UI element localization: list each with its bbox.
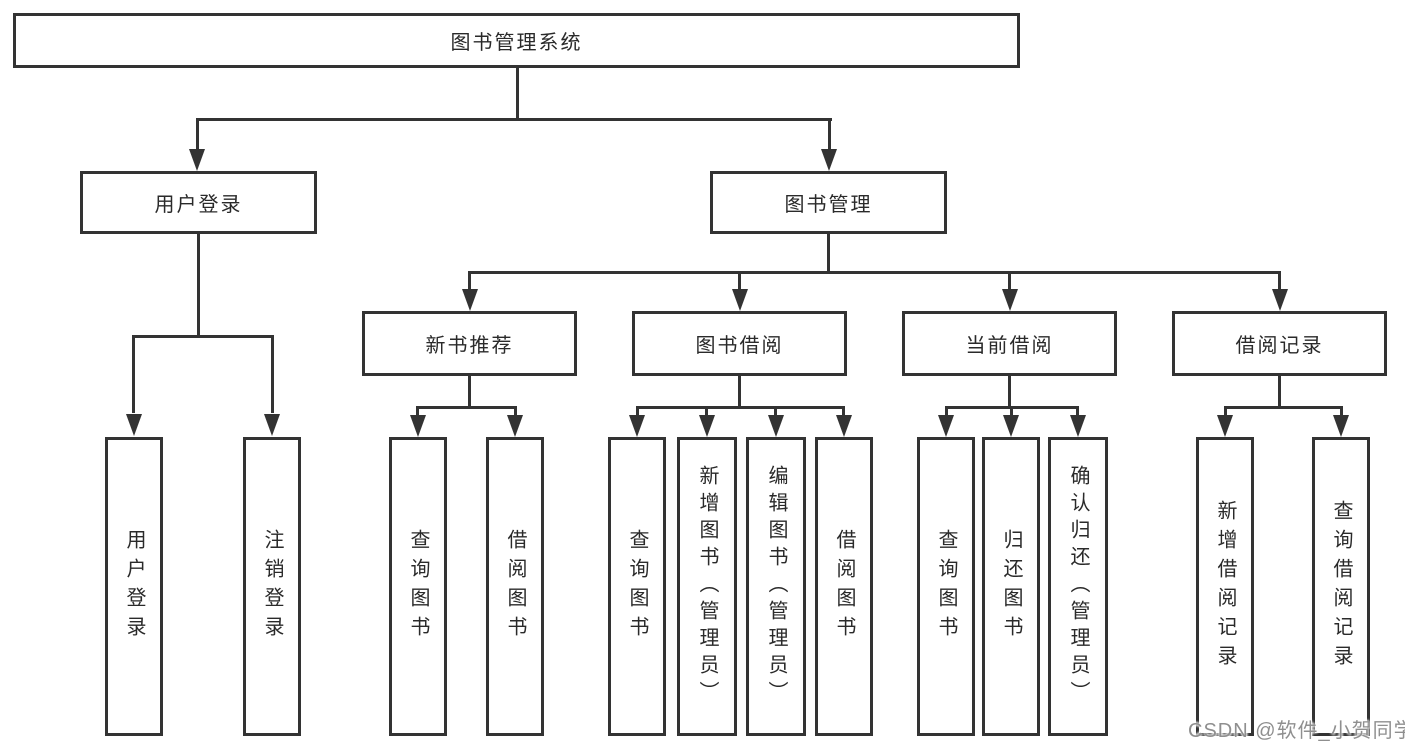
arrow-current-borrow [1002, 289, 1018, 311]
leaf-rec-query-book: 查询图书 [389, 437, 447, 736]
connector-borrow-records-rail [1224, 406, 1342, 409]
leaf-bb-edit-book-label: 编辑图书（管理员） [765, 465, 787, 708]
leaf-rec-borrow-book: 借阅图书 [486, 437, 544, 736]
connector-rec-query-drop [416, 406, 419, 418]
leaf-logout: 注销登录 [243, 437, 301, 736]
arrow-cb-return [1003, 415, 1019, 437]
connector-new-book-rec-drop [468, 271, 471, 291]
arrow-bb-edit [768, 415, 784, 437]
connector-br-query-drop [1340, 406, 1343, 418]
connector-book-borrow-stem [738, 376, 741, 409]
connector-user-login-drop [196, 118, 199, 151]
arrow-cb-confirm [1070, 415, 1086, 437]
node-current-borrow-label: 当前借阅 [965, 335, 1054, 357]
connector-current-borrow-stem [1008, 376, 1011, 409]
leaf-bb-query-book: 查询图书 [608, 437, 666, 736]
arrow-br-query [1333, 415, 1349, 437]
arrow-bb-query [629, 415, 645, 437]
leaf-cb-query-book: 查询图书 [917, 437, 975, 736]
arrow-rec-query [410, 415, 426, 437]
node-book-borrow: 图书借阅 [632, 311, 847, 376]
connector-borrow-records-drop [1278, 271, 1281, 291]
leaf-bb-edit-book: 编辑图书（管理员） [746, 437, 806, 736]
leaf-user-login-label: 用户登录 [123, 528, 145, 645]
connector-book-mgmt-drop [828, 118, 831, 151]
connector-bb-borrow-drop [842, 406, 845, 418]
node-borrow-records-label: 借阅记录 [1235, 335, 1324, 357]
leaf-br-query-record: 查询借阅记录 [1312, 437, 1370, 736]
arrow-rec-borrow [507, 415, 523, 437]
arrow-leaf-logout [264, 414, 280, 436]
node-book-mgmt: 图书管理 [710, 171, 947, 234]
leaf-logout-label: 注销登录 [261, 528, 283, 645]
leaf-br-query-record-label: 查询借阅记录 [1330, 499, 1352, 674]
connector-book-mgmt-stem [827, 234, 830, 273]
csdn-watermark: CSDN @软件_小贺同学 [1188, 720, 1405, 742]
connector-new-book-rec-rail [416, 406, 517, 409]
leaf-br-add-record-label: 新增借阅记录 [1214, 499, 1236, 674]
leaf-cb-query-book-label: 查询图书 [935, 528, 957, 645]
connector-cb-return-drop [1010, 406, 1013, 418]
leaf-bb-add-book: 新增图书（管理员） [677, 437, 737, 736]
node-new-book-rec-label: 新书推荐 [425, 335, 514, 357]
connector-leaf-logout-drop [271, 335, 274, 413]
node-user-login-label: 用户登录 [154, 194, 243, 216]
connector-bb-add-drop [705, 406, 708, 418]
node-borrow-records: 借阅记录 [1172, 311, 1387, 376]
connector-br-add-drop [1224, 406, 1227, 418]
node-user-login: 用户登录 [80, 171, 317, 234]
connector-root-rail [196, 118, 832, 121]
node-root-label: 图书管理系统 [450, 32, 583, 54]
leaf-bb-add-book-label: 新增图书（管理员） [696, 465, 718, 708]
arrow-book-mgmt [821, 149, 837, 171]
connector-user-login-rail [132, 335, 274, 338]
node-book-borrow-label: 图书借阅 [695, 335, 784, 357]
node-new-book-rec: 新书推荐 [362, 311, 577, 376]
arrow-cb-query [938, 415, 954, 437]
leaf-cb-confirm-return: 确认归还（管理员） [1048, 437, 1108, 736]
connector-rec-borrow-drop [514, 406, 517, 418]
connector-leaf-user-login-drop [132, 335, 135, 413]
connector-book-borrow-rail [636, 406, 845, 409]
leaf-rec-borrow-book-label: 借阅图书 [504, 528, 526, 645]
leaf-bb-borrow-book: 借阅图书 [815, 437, 873, 736]
connector-cb-query-drop [945, 406, 948, 418]
connector-new-book-rec-stem [468, 376, 471, 409]
connector-current-borrow-drop [1008, 271, 1011, 291]
connector-root-stem [516, 66, 519, 118]
arrow-leaf-user-login [126, 414, 142, 436]
arrow-bb-borrow [836, 415, 852, 437]
connector-borrow-records-stem [1278, 376, 1281, 409]
node-book-mgmt-label: 图书管理 [784, 194, 873, 216]
leaf-cb-return-book: 归还图书 [982, 437, 1040, 736]
node-current-borrow: 当前借阅 [902, 311, 1117, 376]
connector-book-borrow-drop [738, 271, 741, 291]
connector-bb-edit-drop [774, 406, 777, 418]
leaf-bb-borrow-book-label: 借阅图书 [833, 528, 855, 645]
connector-bb-query-drop [636, 406, 639, 418]
arrow-user-login [189, 149, 205, 171]
leaf-bb-query-book-label: 查询图书 [626, 528, 648, 645]
leaf-rec-query-book-label: 查询图书 [407, 528, 429, 645]
arrow-new-book-rec [462, 289, 478, 311]
arrow-book-borrow [732, 289, 748, 311]
leaf-user-login: 用户登录 [105, 437, 163, 736]
connector-user-login-stem [197, 234, 200, 335]
arrow-bb-add [699, 415, 715, 437]
arrow-br-add [1217, 415, 1233, 437]
node-root: 图书管理系统 [13, 13, 1020, 68]
leaf-cb-return-book-label: 归还图书 [1000, 528, 1022, 645]
connector-cb-confirm-drop [1076, 406, 1079, 418]
connector-book-mgmt-rail [468, 271, 1281, 274]
leaf-br-add-record: 新增借阅记录 [1196, 437, 1254, 736]
leaf-cb-confirm-return-label: 确认归还（管理员） [1067, 465, 1089, 708]
arrow-borrow-records [1272, 289, 1288, 311]
